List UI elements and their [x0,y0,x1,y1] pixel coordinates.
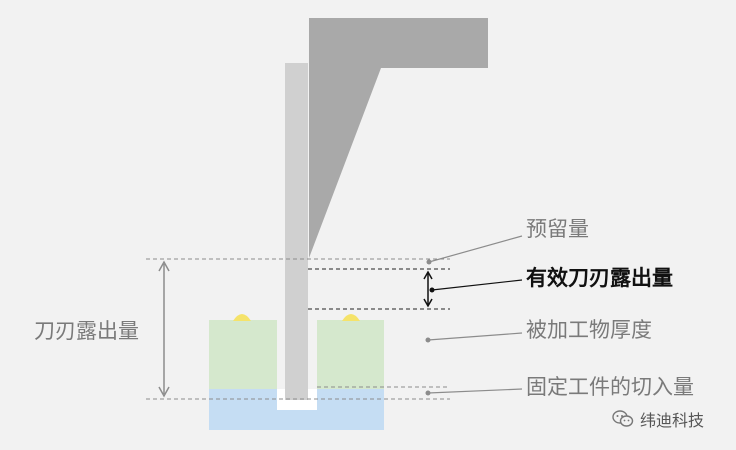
blade-holder [309,18,488,258]
wechat-icon [612,410,634,427]
label-blade-exposure: 刀刃露出量 [34,319,139,343]
workpiece-left [209,320,277,389]
leader-reserve-dot [426,259,432,265]
label-workpiece-thickness: 被加工物厚度 [526,318,652,342]
leader-effective-dot [429,287,435,293]
blade-exposure-arrow [158,260,170,398]
watermark: 纬迪科技 [612,407,704,431]
label-reserve: 预留量 [526,217,589,241]
leader-cut-depth [427,388,523,394]
label-cut-depth: 固定工件的切入量 [526,375,694,399]
leader-cut-depth-dot [425,390,431,396]
debris-left [233,314,251,321]
leader-reserve [428,235,523,263]
watermark-text: 纬迪科技 [640,411,705,430]
blade [285,63,308,400]
leader-thickness-dot [425,337,431,343]
workpiece-right [317,320,384,389]
label-effective-exposure: 有效刀刃露出量 [526,266,673,290]
leader-thickness [427,332,523,341]
effective-exposure-arrow [423,270,433,308]
debris-right [342,314,360,321]
leader-effective [431,279,523,291]
